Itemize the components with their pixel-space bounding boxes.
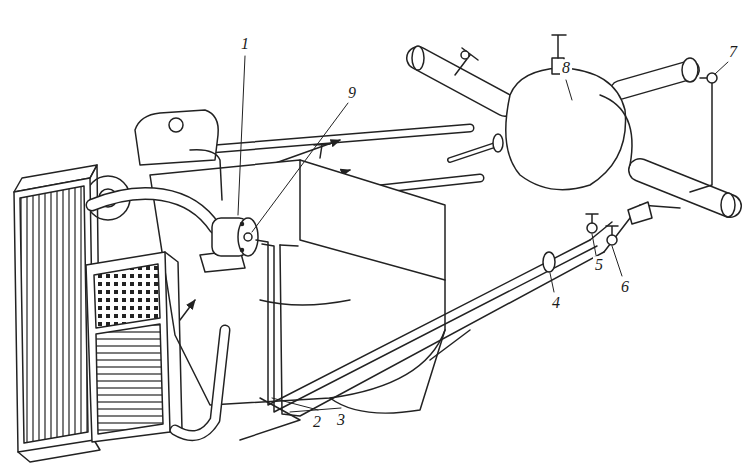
coolant-pipe	[180, 300, 195, 320]
head-cover	[190, 150, 222, 200]
differential-housing	[493, 134, 503, 152]
engine-block	[150, 160, 445, 405]
differential-housing	[450, 145, 495, 160]
axle-tube	[620, 58, 735, 217]
valve	[628, 202, 652, 224]
callout-number: 5	[593, 256, 605, 274]
oil-cooler	[86, 252, 170, 442]
callout-number: 6	[619, 278, 631, 296]
radiator	[18, 440, 100, 462]
oil-tube	[240, 398, 300, 440]
callout-number: 8	[560, 59, 572, 77]
leader-line	[290, 408, 341, 412]
leader-line	[715, 62, 728, 74]
leader-line	[252, 103, 348, 232]
leader-line	[566, 80, 572, 100]
radiator	[20, 186, 88, 443]
pump	[244, 233, 252, 241]
valve	[587, 223, 597, 233]
callout-number: 2	[311, 413, 323, 431]
oil-pipe	[690, 78, 712, 192]
valve	[607, 235, 617, 245]
differential-housing	[506, 68, 626, 190]
oil-pipe	[690, 73, 717, 192]
leader-line	[238, 56, 245, 215]
axle-tube	[640, 170, 730, 206]
axle-tube	[418, 58, 505, 105]
axle-tube	[461, 51, 469, 59]
leader-line	[272, 398, 318, 410]
axle-tube	[721, 193, 735, 217]
oil-tube	[280, 245, 298, 246]
pump	[238, 218, 258, 256]
axle-tube	[620, 70, 690, 90]
oil-cooler	[96, 324, 163, 434]
oil-cooler	[165, 252, 182, 432]
head-cover	[169, 118, 183, 132]
coolant-pipe	[175, 330, 225, 436]
oil-tube	[240, 240, 604, 440]
coolant-pipe	[92, 193, 215, 228]
callout-number: 3	[335, 411, 347, 429]
leader-line	[550, 273, 554, 292]
leader-line	[238, 56, 728, 412]
oil-pipe	[707, 73, 717, 83]
rear-pipes	[200, 128, 470, 150]
coolant-pipe	[175, 330, 225, 436]
axle-tube	[620, 70, 690, 90]
differential-housing	[450, 145, 495, 160]
clamp	[543, 252, 555, 272]
drawing-part	[14, 35, 735, 462]
pump	[212, 218, 258, 256]
differential-housing	[552, 35, 566, 58]
differential-housing	[600, 95, 632, 165]
oil-tube	[262, 244, 597, 412]
callout-number: 1	[239, 35, 251, 53]
engine-block	[330, 330, 445, 413]
axle-tube	[455, 48, 478, 75]
axle-tube	[418, 58, 505, 105]
coolant-pipe	[92, 193, 215, 228]
coolant-pipe	[92, 193, 225, 435]
pump	[241, 223, 244, 226]
oil-cooler	[86, 252, 182, 442]
engine-block	[300, 160, 445, 280]
leader-line	[592, 234, 596, 255]
differential-housing	[450, 35, 632, 190]
clamp	[543, 252, 555, 272]
head-cover	[135, 110, 218, 165]
valve	[586, 202, 680, 252]
callout-number: 9	[346, 84, 358, 102]
oil-tube	[256, 240, 590, 405]
callout-number: 4	[550, 294, 562, 312]
leader-line	[612, 246, 622, 276]
axle-tube	[412, 46, 424, 70]
axle-tube	[640, 170, 730, 206]
engine-block	[150, 160, 470, 413]
head-cover	[135, 110, 222, 200]
valve	[586, 214, 598, 223]
oil-tube	[280, 245, 604, 416]
callout-number: 7	[727, 43, 739, 61]
pump	[241, 249, 244, 252]
valve	[606, 226, 618, 235]
oil-cooler	[94, 264, 160, 328]
axle-tube	[682, 58, 698, 82]
radiator	[14, 178, 94, 452]
axle-tube	[412, 46, 505, 105]
rear-pipes	[200, 128, 470, 150]
